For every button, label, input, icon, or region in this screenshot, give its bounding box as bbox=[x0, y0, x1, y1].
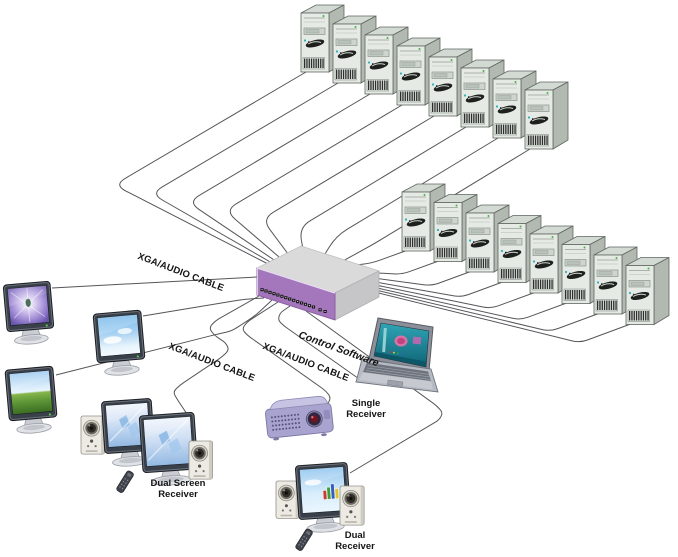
cable-to-top-computer bbox=[266, 115, 435, 271]
dual-screen-receiver-group bbox=[80, 398, 213, 493]
speaker bbox=[339, 485, 365, 526]
speaker bbox=[80, 415, 105, 455]
monitor-display bbox=[138, 411, 199, 486]
dual-screen-receiver-label: Dual Screen Receiver bbox=[150, 478, 206, 500]
cable-to-right-computer bbox=[338, 270, 473, 286]
matrix-switch bbox=[255, 245, 381, 321]
cable-to-monitor-2 bbox=[142, 297, 265, 317]
cable-to-top-computer bbox=[156, 82, 339, 268]
cable-to-right-computer bbox=[351, 285, 633, 343]
cable-to-right-computer bbox=[332, 249, 409, 269]
computer-tower bbox=[625, 257, 670, 325]
cable-to-top-computer bbox=[119, 71, 307, 267]
cable-to-monitor-1 bbox=[51, 276, 258, 289]
monitor-display bbox=[2, 280, 55, 345]
remote-control bbox=[295, 528, 313, 551]
cable-to-right-computer bbox=[345, 280, 569, 320]
monitor-display bbox=[295, 462, 351, 533]
cable-to-single-receiver bbox=[242, 301, 331, 412]
monitor-display bbox=[92, 309, 146, 376]
cable-to-right-computer bbox=[343, 277, 537, 309]
cable-to-right-computer bbox=[348, 283, 601, 331]
cable-to-top-computer bbox=[313, 137, 499, 273]
control-laptop bbox=[355, 317, 439, 393]
speaker bbox=[275, 480, 300, 519]
cable-to-right-computer bbox=[340, 275, 505, 297]
computer-tower bbox=[524, 81, 569, 150]
cables bbox=[51, 71, 633, 474]
monitor-display bbox=[101, 398, 155, 467]
dual-receiver-label: Dual Receiver bbox=[335, 530, 375, 552]
speaker bbox=[188, 440, 213, 480]
cable-to-top-computer bbox=[193, 93, 371, 269]
cable-to-control-laptop bbox=[278, 305, 363, 382]
cable-to-right-computer bbox=[335, 260, 441, 275]
cable-to-top-computer bbox=[229, 104, 403, 270]
cable-to-dual-screen-receiver bbox=[173, 295, 260, 421]
cable-to-monitor-3 bbox=[55, 299, 273, 376]
single-receiver-label: Single Receiver bbox=[346, 398, 386, 420]
remote-control bbox=[116, 470, 134, 493]
cable-to-top-computer bbox=[300, 126, 467, 272]
cable-to-dual-receiver bbox=[305, 310, 443, 474]
cable-to-top-computer bbox=[320, 148, 531, 274]
monitor-display bbox=[4, 365, 58, 434]
dual-receiver-group bbox=[275, 462, 365, 551]
single-receiver-projector bbox=[265, 395, 334, 441]
